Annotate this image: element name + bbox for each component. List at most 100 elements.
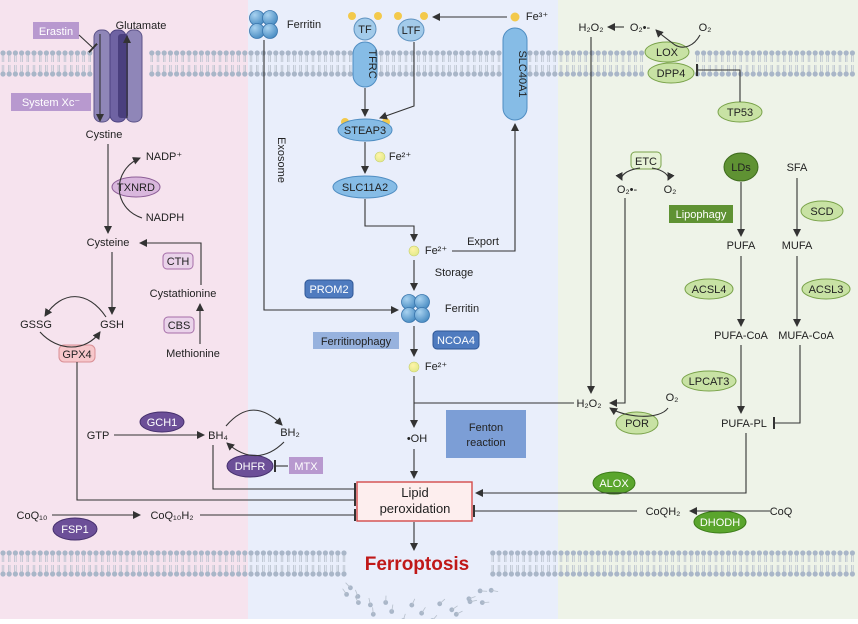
lipid-head: [242, 550, 247, 555]
lipid-head: [379, 50, 384, 55]
lipid-head: [583, 571, 588, 576]
lipid-head: [825, 571, 830, 576]
lipid-head: [608, 571, 613, 576]
lipophagy-label: Lipophagy: [676, 209, 727, 221]
lipid-head: [286, 71, 291, 76]
lipid-head: [738, 50, 743, 55]
lipid-head: [695, 71, 700, 76]
lipid-head: [806, 50, 811, 55]
lipid-head: [465, 50, 470, 55]
lipid-head: [540, 50, 545, 55]
lipid-head: [627, 71, 632, 76]
lipid-head: [503, 550, 508, 555]
lipid-head: [50, 71, 55, 76]
lipid-head: [317, 50, 322, 55]
lipid-head: [527, 550, 532, 555]
lipid-head: [453, 50, 458, 55]
lipid-head: [255, 550, 260, 555]
lipid-head: [261, 571, 266, 576]
lipid-head: [162, 50, 167, 55]
cbs-label: CBS: [168, 320, 191, 332]
lipid-head: [199, 50, 204, 55]
lipid-head: [831, 71, 836, 76]
lipid-head: [844, 571, 849, 576]
lipid-head: [124, 550, 129, 555]
lipid-head: [0, 50, 5, 55]
lipid-head: [304, 50, 309, 55]
lipid-head: [658, 550, 663, 555]
lipid-head: [112, 550, 117, 555]
lipid-head: [608, 50, 613, 55]
lipid-head: [310, 71, 315, 76]
lipid-head: [38, 71, 43, 76]
tf-iron-dot-left: [348, 12, 356, 20]
lipid-head: [751, 571, 756, 576]
lipid-head: [707, 71, 712, 76]
pufa-label: PUFA: [727, 240, 756, 252]
lipid-head: [56, 50, 61, 55]
alox-label: ALOX: [599, 478, 629, 490]
lipid-head: [639, 71, 644, 76]
lipid-head: [453, 71, 458, 76]
lipid-head: [571, 50, 576, 55]
lipid-head: [800, 50, 805, 55]
nadph-label: NADPH: [146, 212, 185, 224]
ltf-iron-dot-left: [394, 12, 402, 20]
lipid-head: [794, 571, 799, 576]
fenton-line-2: reaction: [466, 437, 505, 449]
lipid-head: [720, 50, 725, 55]
lipid-head: [707, 571, 712, 576]
mtx-label: MTX: [294, 461, 318, 473]
lipid-head: [565, 50, 570, 55]
lipid-head: [434, 50, 439, 55]
lipid-head: [31, 550, 36, 555]
storage-label: Storage: [435, 267, 474, 279]
lipid-head: [230, 550, 235, 555]
lipid-head: [589, 71, 594, 76]
lipid-head: [87, 550, 92, 555]
lipid-head: [503, 571, 508, 576]
lipid-head: [118, 571, 123, 576]
lipid-head: [267, 571, 272, 576]
lipid-head: [69, 71, 74, 76]
lipid-head: [217, 571, 222, 576]
lipid-head: [341, 550, 346, 555]
lipid-head: [273, 50, 278, 55]
lipid-head: [639, 50, 644, 55]
lipid-head: [7, 71, 12, 76]
lipid-head: [732, 50, 737, 55]
ferritin-top-label: Ferritin: [287, 19, 321, 31]
lipid-head: [775, 571, 780, 576]
lipid-head: [286, 571, 291, 576]
lipid-head: [13, 550, 18, 555]
lipid-head: [292, 71, 297, 76]
lipid-head: [193, 550, 198, 555]
lipid-head: [149, 571, 154, 576]
tf-iron-dot-right: [374, 12, 382, 20]
lipid-head: [255, 571, 260, 576]
gtp-label: GTP: [87, 430, 110, 442]
lipid-head: [162, 71, 167, 76]
lipid-head: [31, 50, 36, 55]
lipid-head: [850, 571, 855, 576]
lipid-head: [478, 50, 483, 55]
lipid-head: [87, 71, 92, 76]
lipid-head: [831, 571, 836, 576]
gsh-label: GSH: [100, 319, 124, 331]
lipid-head: [472, 50, 477, 55]
lipid-head: [25, 550, 30, 555]
cystine-label: Cystine: [86, 129, 123, 141]
lipid-head: [577, 571, 582, 576]
lipid-head: [304, 550, 309, 555]
o2-por-label: O₂: [666, 392, 679, 404]
lipid-head: [775, 50, 780, 55]
lipid-head: [397, 50, 402, 55]
lipid-head: [763, 571, 768, 576]
lipid-head: [199, 71, 204, 76]
lipid-head: [69, 50, 74, 55]
lipid-head: [273, 550, 278, 555]
lipid-head: [155, 50, 160, 55]
lipid-head: [174, 50, 179, 55]
lipid-head: [751, 550, 756, 555]
lipid-head: [193, 71, 198, 76]
